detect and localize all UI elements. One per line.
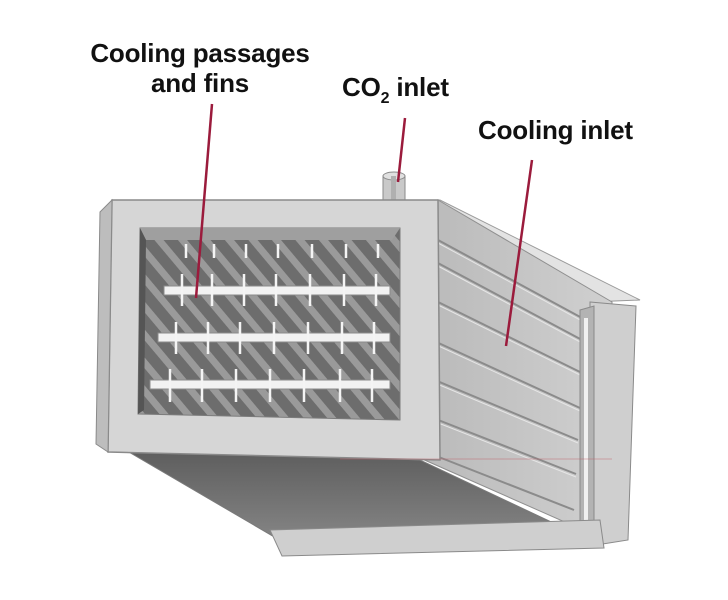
back-flange xyxy=(589,301,637,547)
leader-line-co2 xyxy=(396,117,407,183)
label-cooling-inlet: Cooling inlet xyxy=(478,115,633,145)
leader-line-passages xyxy=(194,103,214,299)
leader-line-cooling-inlet xyxy=(504,159,534,347)
front-frame xyxy=(95,198,441,461)
label-co2-subscript: 2 xyxy=(380,90,390,107)
fins xyxy=(168,244,380,402)
label-co2-inlet: CO2 inlet xyxy=(342,72,449,107)
label-co2-rest: inlet xyxy=(389,72,449,102)
label-co2-main: CO xyxy=(342,72,381,102)
leader-lines xyxy=(194,103,534,347)
label-cooling-passages: Cooling passages and fins xyxy=(90,38,310,98)
